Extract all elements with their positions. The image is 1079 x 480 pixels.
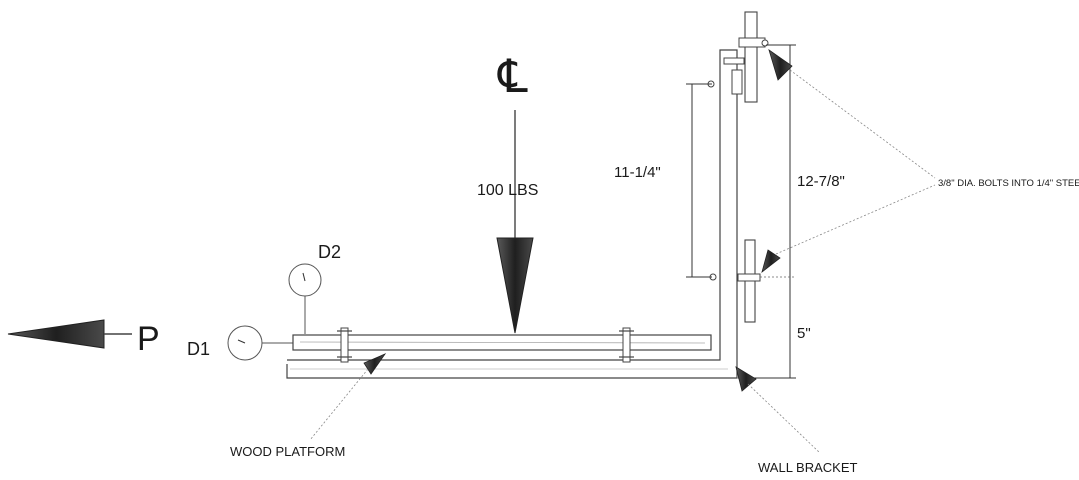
gauge-d1 (227, 325, 293, 361)
force-label: P (137, 320, 160, 358)
steel-plate (744, 11, 758, 103)
callout-arrowhead-icon (768, 49, 793, 81)
bolts-leader-bottom (775, 184, 936, 255)
dim-inner (686, 83, 712, 278)
platform-bolt-left (337, 327, 352, 363)
bolt-icon (737, 273, 761, 282)
dim-inner-label: 11-1/4" (614, 164, 661, 181)
bracket-label: WALL BRACKET (758, 460, 858, 475)
bolt-icon (340, 327, 349, 363)
platform-leader (309, 368, 369, 441)
platform-label: WOOD PLATFORM (230, 444, 345, 459)
force-arrowhead-icon (7, 319, 105, 349)
force-arrow (7, 319, 132, 349)
load-arrow (496, 110, 534, 334)
bracket-angle (286, 49, 738, 379)
centerline-text: ℄ (497, 50, 528, 102)
dim-lower-label: 5" (797, 325, 811, 342)
bolts-callout (761, 49, 936, 274)
dim-outer-label: 12-7/8" (797, 173, 845, 190)
bolts-leader-top (789, 69, 936, 179)
callout-arrowhead-icon (363, 353, 387, 375)
load-arrowhead-icon (496, 237, 534, 334)
gauge-d2-label: D2 (318, 242, 341, 262)
wall-plate-bottom (709, 239, 761, 323)
load-label: 100 LBS (477, 182, 538, 199)
callout-arrowhead-icon (761, 249, 781, 274)
wood-platform (292, 334, 712, 351)
platform-grain (299, 341, 706, 344)
gauge-d2-needle (302, 272, 306, 282)
dim-outer (738, 44, 796, 379)
bolt-icon (622, 327, 631, 363)
bracket-leader (747, 383, 821, 454)
gauge-d1-needle (237, 339, 246, 344)
wall-bracket (286, 49, 738, 379)
callout-arrowhead-icon (735, 366, 757, 392)
bracket-callout (735, 366, 821, 454)
centerline-symbol: ℄ (497, 50, 528, 102)
bolts-note: 3/8" DIA. BOLTS INTO 1/4" STEEL (938, 178, 1079, 189)
platform-callout (309, 353, 387, 441)
bolt-icon (738, 37, 766, 48)
gauge-d1-label: D1 (187, 339, 210, 359)
wall-plate-top (707, 11, 769, 103)
gauge-d2 (288, 263, 322, 334)
platform-bolt-right (619, 327, 634, 363)
